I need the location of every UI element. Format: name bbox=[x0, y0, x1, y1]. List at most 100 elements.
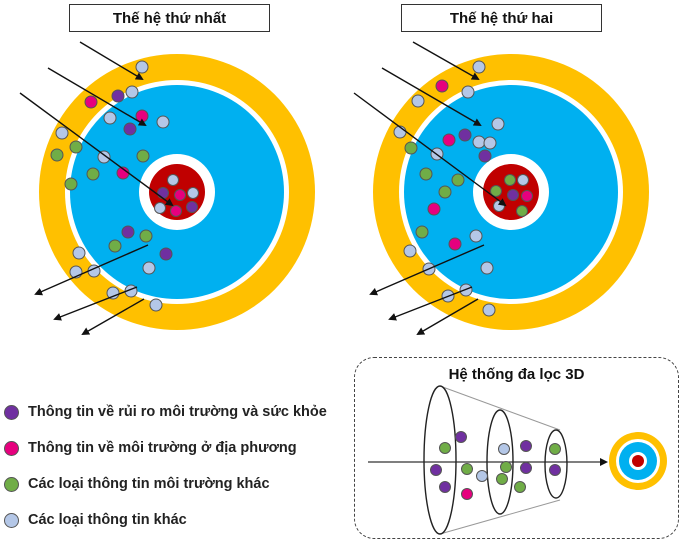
local-environment-info-dot bbox=[435, 79, 449, 93]
generation-2-diagram bbox=[353, 41, 649, 336]
other-info-dot bbox=[403, 244, 417, 258]
health-risk-info-dot bbox=[507, 189, 519, 201]
other-info-dot bbox=[106, 286, 120, 300]
funnel-top-edge bbox=[439, 385, 561, 431]
health-risk-info-dot bbox=[159, 247, 173, 261]
local-environment-info-dot bbox=[448, 237, 462, 251]
other-environmental-info-dot bbox=[514, 481, 526, 493]
legend-item-health-risk: Thông tin về rủi ro môi trường và sức kh… bbox=[4, 394, 327, 430]
health-risk-info-dot bbox=[478, 149, 492, 163]
other-environmental-info-dot bbox=[69, 140, 83, 154]
purple-dot-icon bbox=[4, 404, 19, 420]
other-environmental-info-dot bbox=[461, 463, 473, 475]
other-environmental-info-dot bbox=[439, 442, 451, 454]
other-info-dot bbox=[142, 261, 156, 275]
other-environmental-info-dot bbox=[139, 229, 153, 243]
other-info-dot bbox=[411, 94, 425, 108]
health-risk-info-dot bbox=[430, 464, 442, 476]
health-risk-info-dot bbox=[439, 481, 451, 493]
other-info-dot bbox=[135, 60, 149, 74]
other-environmental-info-dot bbox=[50, 148, 64, 162]
other-environmental-info-dot bbox=[419, 167, 433, 181]
other-environmental-info-dot bbox=[549, 443, 561, 455]
other-info-dot bbox=[72, 246, 86, 260]
outgoing-arrows bbox=[34, 244, 149, 335]
green-dot-icon bbox=[4, 476, 19, 492]
local-environment-info-dot bbox=[427, 202, 441, 216]
other-info-dot bbox=[55, 126, 69, 140]
generation-2-title: Thế hệ thứ hai bbox=[401, 4, 602, 32]
other-info-dot bbox=[498, 443, 510, 455]
generation-1-diagram bbox=[19, 41, 315, 335]
other-environmental-info-dot bbox=[490, 185, 502, 197]
other-info-dot bbox=[472, 60, 486, 74]
other-environmental-info-dot bbox=[500, 461, 512, 473]
local-environment-info-dot bbox=[461, 488, 473, 500]
filter-system-title: Hệ thống đa lọc 3D bbox=[448, 366, 585, 383]
health-risk-info-dot bbox=[520, 440, 532, 452]
other-info-dot bbox=[154, 202, 166, 214]
mini-red-core bbox=[632, 455, 644, 467]
outgoing-arrows bbox=[369, 244, 485, 336]
other-environmental-info-dot bbox=[504, 174, 516, 186]
legend: Thông tin về rủi ro môi trường và sức kh… bbox=[4, 394, 327, 538]
health-risk-info-dot bbox=[455, 431, 467, 443]
other-info-dot bbox=[156, 115, 170, 129]
legend-label: Thông tin về môi trường ở địa phương bbox=[28, 440, 297, 456]
other-info-dot bbox=[491, 117, 505, 131]
local-environment-info-dot bbox=[442, 133, 456, 147]
other-environmental-info-dot bbox=[496, 473, 508, 485]
legend-item-other-info: Các loại thông tin khác bbox=[4, 502, 327, 538]
health-risk-info-dot bbox=[123, 122, 137, 136]
health-risk-info-dot bbox=[157, 187, 169, 199]
filter-disc-medium bbox=[486, 409, 514, 515]
filter-dots bbox=[430, 431, 561, 500]
local-environment-info-dot bbox=[174, 189, 186, 201]
light-blue-dot-icon bbox=[4, 512, 19, 528]
other-info-dot bbox=[482, 303, 496, 317]
local-environment-info-dot bbox=[170, 205, 182, 217]
other-info-dot bbox=[149, 298, 163, 312]
other-environmental-info-dot bbox=[415, 225, 429, 239]
generation-2-dots bbox=[393, 60, 533, 317]
local-environment-info-dot bbox=[521, 190, 533, 202]
multi-filter-illustration bbox=[368, 385, 667, 535]
health-risk-info-dot bbox=[549, 464, 561, 476]
incoming-arrows bbox=[19, 41, 174, 207]
other-info-dot bbox=[472, 135, 486, 149]
other-info-dot bbox=[187, 187, 199, 199]
filter-disc-small bbox=[544, 429, 568, 499]
other-info-dot bbox=[125, 85, 139, 99]
legend-item-local-environment: Thông tin về môi trường ở địa phương bbox=[4, 430, 327, 466]
other-environmental-info-dot bbox=[438, 185, 452, 199]
other-environmental-info-dot bbox=[451, 173, 465, 187]
other-info-dot bbox=[476, 470, 488, 482]
other-info-dot bbox=[493, 200, 505, 212]
legend-label: Các loại thông tin môi trường khác bbox=[28, 476, 270, 492]
health-risk-info-dot bbox=[186, 201, 198, 213]
incoming-arrows bbox=[353, 41, 507, 207]
other-info-dot bbox=[103, 111, 117, 125]
generation-1-title: Thế hệ thứ nhất bbox=[69, 4, 270, 32]
filter-system-box: Hệ thống đa lọc 3D bbox=[354, 357, 679, 539]
other-info-dot bbox=[469, 229, 483, 243]
magenta-dot-icon bbox=[4, 440, 19, 456]
local-environment-info-dot bbox=[84, 95, 98, 109]
funnel-bottom-edge bbox=[439, 499, 561, 535]
other-info-dot bbox=[461, 85, 475, 99]
other-info-dot bbox=[167, 174, 179, 186]
filter-disc-large bbox=[423, 385, 457, 535]
other-info-dot bbox=[483, 136, 497, 150]
other-environmental-info-dot bbox=[86, 167, 100, 181]
health-risk-info-dot bbox=[520, 462, 532, 474]
health-risk-info-dot bbox=[111, 89, 125, 103]
other-environmental-info-dot bbox=[136, 149, 150, 163]
legend-label: Thông tin về rủi ro môi trường và sức kh… bbox=[28, 404, 327, 420]
legend-label: Các loại thông tin khác bbox=[28, 512, 187, 528]
other-environmental-info-dot bbox=[516, 205, 528, 217]
health-risk-info-dot bbox=[458, 128, 472, 142]
generation-1-dots bbox=[50, 60, 199, 312]
other-info-dot bbox=[480, 261, 494, 275]
other-environmental-info-dot bbox=[64, 177, 78, 191]
